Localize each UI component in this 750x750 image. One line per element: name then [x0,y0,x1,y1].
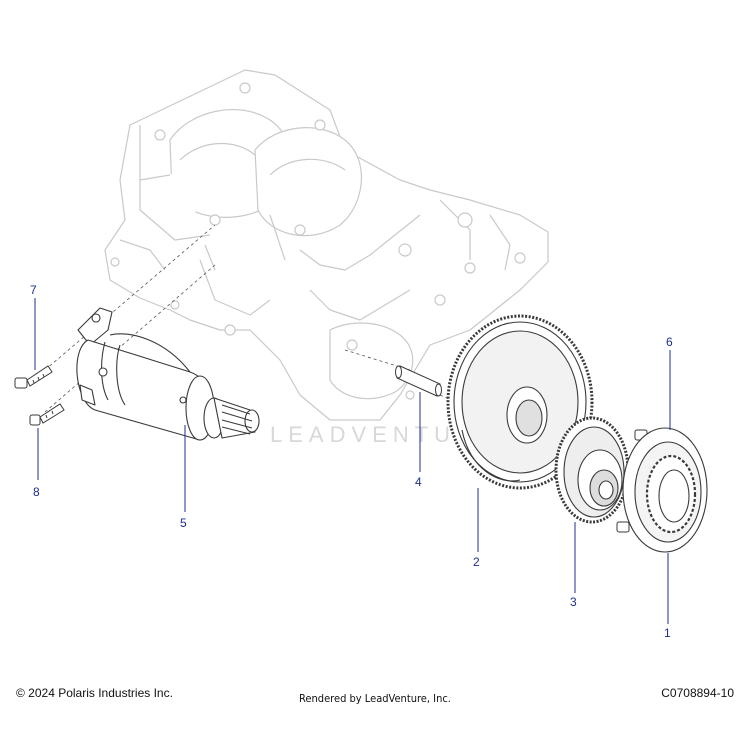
callout-6: 6 [666,335,673,349]
callout-2: 2 [473,555,480,569]
callout-3: 3 [570,595,577,609]
bolt-part-7 [14,365,53,389]
dowel-pin-part-4 [395,365,442,397]
callout-numbers: 7 8 5 4 2 3 1 6 [30,283,673,640]
starter-motor-part-5 [76,307,260,441]
drive-gear-part-3 [554,416,630,524]
callout-leader-lines [34,298,671,624]
callout-1: 1 [664,626,671,640]
callout-7: 7 [30,283,37,297]
starter-gear-part-2 [446,314,594,490]
copyright-text: © 2024 Polaris Industries Inc. [16,686,173,700]
callout-4: 4 [415,475,422,489]
bolt-part-8 [29,403,65,426]
diagram-code: C0708894-10 [661,686,734,700]
engine-crankcase-ghost [104,69,549,421]
rendered-by-text: Rendered by LeadVenture, Inc. [299,692,451,705]
callout-8: 8 [33,485,40,499]
callout-5: 5 [180,516,187,530]
one-way-clutch-part-1 [622,427,708,553]
